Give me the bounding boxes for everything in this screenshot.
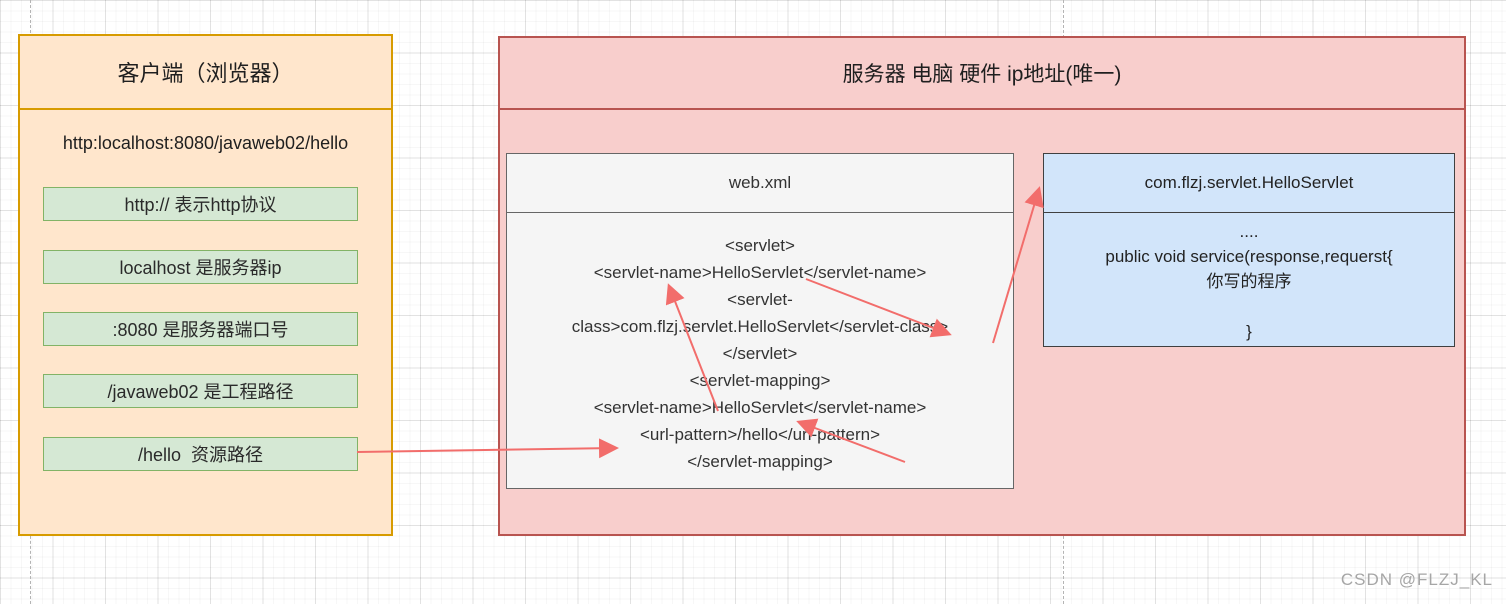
xml-line: <servlet-	[727, 290, 793, 309]
xml-line: class>com.flzj.servlet.HelloServlet</ser…	[571, 317, 949, 336]
xml-line: <servlet-mapping>	[689, 371, 831, 390]
client-box: 客户端（浏览器） http:localhost:8080/javaweb02/h…	[18, 34, 393, 536]
xml-line: </servlet>	[722, 344, 798, 363]
webxml-title: web.xml	[507, 154, 1013, 213]
servlet-class-title: com.flzj.servlet.HelloServlet	[1044, 154, 1454, 213]
xml-line: <servlet-name>HelloServlet</servlet-name…	[593, 263, 927, 282]
webxml-code: <servlet> <servlet-name>HelloServlet</se…	[507, 213, 1013, 475]
client-url-text: http:localhost:8080/javaweb02/hello	[62, 133, 349, 153]
xml-line: <servlet>	[725, 236, 795, 255]
note-localhost-ip: localhost 是服务器ip	[43, 250, 358, 284]
java-line	[1044, 294, 1454, 319]
servlet-class-code: .... public void service(response,requer…	[1044, 213, 1454, 344]
servlet-class-box: com.flzj.servlet.HelloServlet .... publi…	[1043, 153, 1455, 347]
watermark-text: CSDN @FLZJ_KL	[1340, 570, 1493, 589]
xml-line: </servlet-mapping>	[687, 452, 833, 471]
java-line: public void service(response,requerst{	[1105, 247, 1393, 266]
client-title: 客户端（浏览器）	[20, 36, 391, 110]
xml-line: <servlet-name>HelloServlet</servlet-name…	[593, 398, 927, 417]
note-resource-path: /hello 资源路径	[43, 437, 358, 471]
webxml-box: web.xml <servlet> <servlet-name>HelloSer…	[506, 153, 1014, 489]
note-project-path: /javaweb02 是工程路径	[43, 374, 358, 408]
note-http-protocol: http:// 表示http协议	[43, 187, 358, 221]
note-port-8080: :8080 是服务器端口号	[43, 312, 358, 346]
java-line: 你写的程序	[1206, 272, 1292, 291]
java-line: ....	[1239, 222, 1259, 241]
java-line: }	[1246, 322, 1252, 341]
server-title: 服务器 电脑 硬件 ip地址(唯一)	[500, 38, 1464, 110]
xml-line: <url-pattern>/hello</url-pattern>	[639, 425, 881, 444]
